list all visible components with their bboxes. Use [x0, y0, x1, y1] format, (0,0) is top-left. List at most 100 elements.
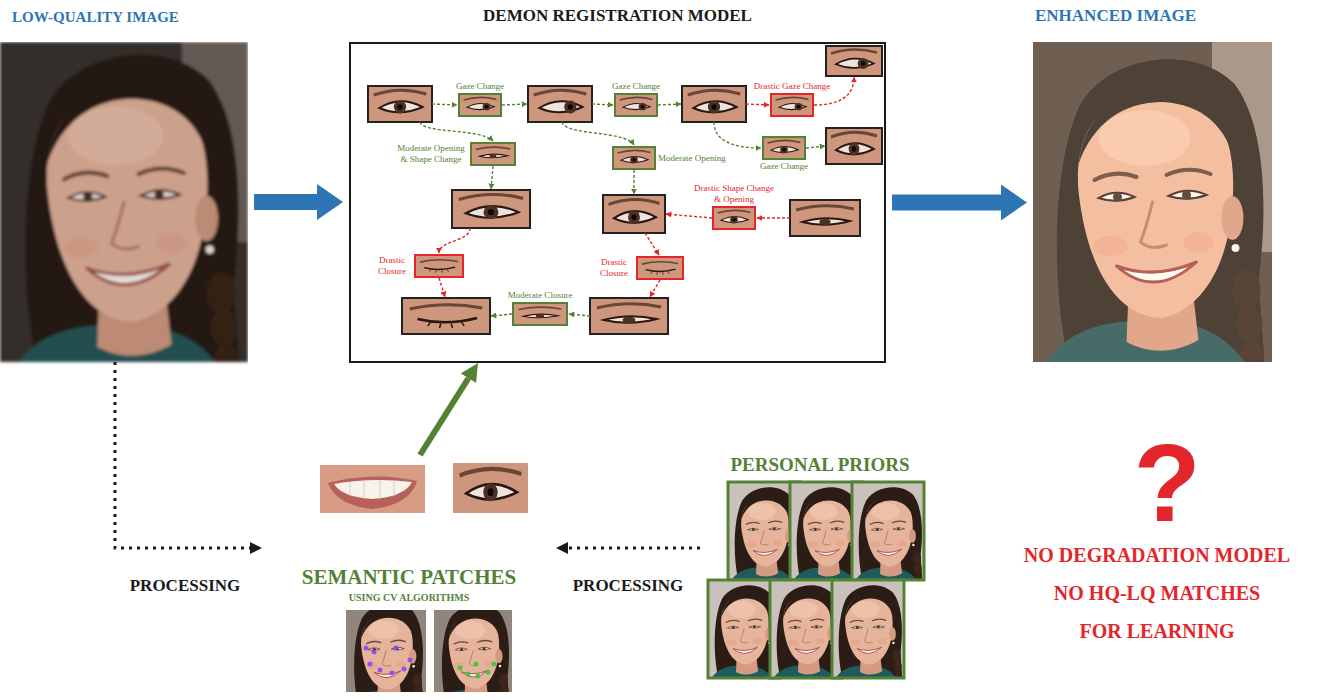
transition-patch: Moderate Opening & Shape Change — [470, 142, 516, 166]
eye-patch — [826, 128, 882, 164]
transition-arrows — [420, 77, 854, 316]
personal-priors-group: PERSONAL PRIORS — [700, 452, 940, 692]
eye-patch-frame — [452, 190, 530, 228]
eye-patch-frame — [590, 298, 668, 334]
landmark-dot — [486, 670, 491, 675]
eye-patch — [402, 298, 490, 334]
eye-patch — [472, 144, 514, 164]
transition-patch: Gaze Change — [614, 93, 658, 117]
landmark-dot — [390, 671, 395, 676]
face-thumbnail — [836, 585, 903, 681]
heading: LOW-QUALITY IMAGE — [12, 8, 179, 26]
transition-label: Gaze Change — [456, 81, 504, 92]
eye-patch-image — [472, 144, 514, 164]
problem-note: NO DEGRADATION MODEL — [1024, 536, 1290, 574]
semantic-patches-group: SEMANTIC PATCHES USING CV ALGORITHMS — [262, 455, 556, 692]
transition-arrow — [650, 280, 660, 297]
eye-patch-image — [514, 304, 566, 324]
landmark-dot — [474, 662, 479, 667]
eye-patch — [764, 138, 804, 158]
transition-arrow — [714, 122, 761, 148]
face-thumbnail — [351, 603, 424, 700]
eye-patch-frame — [402, 298, 490, 334]
eye-patch — [514, 304, 566, 324]
transition-arrow — [757, 217, 790, 218]
eye-patch — [603, 195, 665, 233]
mouth-patch — [320, 465, 425, 513]
eye-patch — [714, 208, 754, 228]
face-thumbnail — [794, 487, 861, 583]
face-thumbnail — [732, 487, 799, 583]
landmark-dot — [492, 662, 497, 667]
eye-patch — [453, 463, 528, 513]
transition-arrow — [420, 122, 493, 141]
transition-arrow — [439, 278, 445, 297]
eye-patch-frame — [528, 86, 592, 122]
heading: SEMANTIC PATCHES — [302, 565, 517, 590]
eye-patch-image — [614, 148, 654, 168]
eye-patch-image — [764, 138, 804, 158]
enhanced-photo: ENHANCED IMAGE — [1033, 42, 1272, 362]
transition-label: Moderate Opening — [658, 153, 726, 164]
transition-patch: Gaze Change — [458, 93, 502, 117]
eye-patch — [528, 86, 592, 122]
landmark-dots — [364, 646, 413, 676]
transition-patch: Drastic Closure — [414, 254, 464, 278]
transition-arrow — [645, 233, 659, 255]
eye-patch — [790, 200, 860, 236]
edge-label: PROCESSING — [130, 576, 241, 596]
connector — [420, 378, 468, 455]
eye-patch — [614, 148, 654, 168]
eye-patch — [416, 256, 462, 276]
eye-patch-image — [772, 95, 812, 115]
block-arrow — [254, 184, 343, 220]
landmark-dot — [394, 646, 399, 651]
eye-patch — [638, 258, 682, 278]
face-thumbnail — [439, 605, 510, 700]
transition-arrow — [666, 214, 712, 218]
eye-patch — [772, 95, 812, 115]
photo-frame — [852, 482, 924, 580]
enhanced-photo-art — [1033, 42, 1272, 372]
landmark-dot — [458, 666, 463, 671]
eye-patch — [368, 86, 432, 122]
face-thumbnail — [856, 487, 923, 583]
eye-patch-image — [416, 256, 462, 276]
eye-patch — [682, 86, 746, 122]
landmark-dot — [466, 672, 471, 677]
connector — [568, 547, 700, 550]
landmark-dots — [458, 662, 497, 679]
transition-arrow — [746, 104, 769, 105]
eye-patch-image — [714, 208, 754, 228]
eye-states — [368, 46, 882, 334]
eye-patch-frame — [790, 200, 860, 236]
transition-arrow — [432, 104, 457, 105]
connector — [115, 362, 250, 548]
transition-arrow — [562, 122, 634, 145]
transition-label: Drastic Closure — [594, 257, 634, 279]
eye-patch-frame — [826, 128, 882, 164]
transition-arrow — [491, 166, 493, 189]
eye-patch-frame — [826, 46, 882, 76]
transition-label: Drastic Shape Change & Opening — [694, 183, 774, 205]
eye-patch — [452, 190, 530, 228]
subheading: USING CV ALGORITHMS — [349, 592, 469, 604]
eye-patch-frame — [682, 86, 746, 122]
landmark-dot — [364, 646, 369, 651]
landmark-dot — [372, 650, 377, 655]
eye-patch — [616, 95, 656, 115]
input-photo: LOW-QUALITY IMAGE — [0, 42, 248, 362]
transition-arrow — [806, 146, 825, 148]
prior-photos — [708, 482, 924, 681]
heading: DEMON REGISTRATION MODEL — [483, 6, 752, 26]
transition-label: Gaze Change — [612, 81, 660, 92]
transition-arrow — [502, 104, 527, 105]
transition-patch: Moderate Closure — [512, 302, 568, 326]
photo-frame — [832, 580, 904, 678]
face-thumbnail — [774, 585, 841, 681]
transition-patch: Gaze Change — [762, 136, 806, 160]
face-thumbnail — [712, 585, 779, 681]
heading: ENHANCED IMAGE — [1035, 6, 1196, 26]
landmark-dot — [402, 667, 407, 672]
